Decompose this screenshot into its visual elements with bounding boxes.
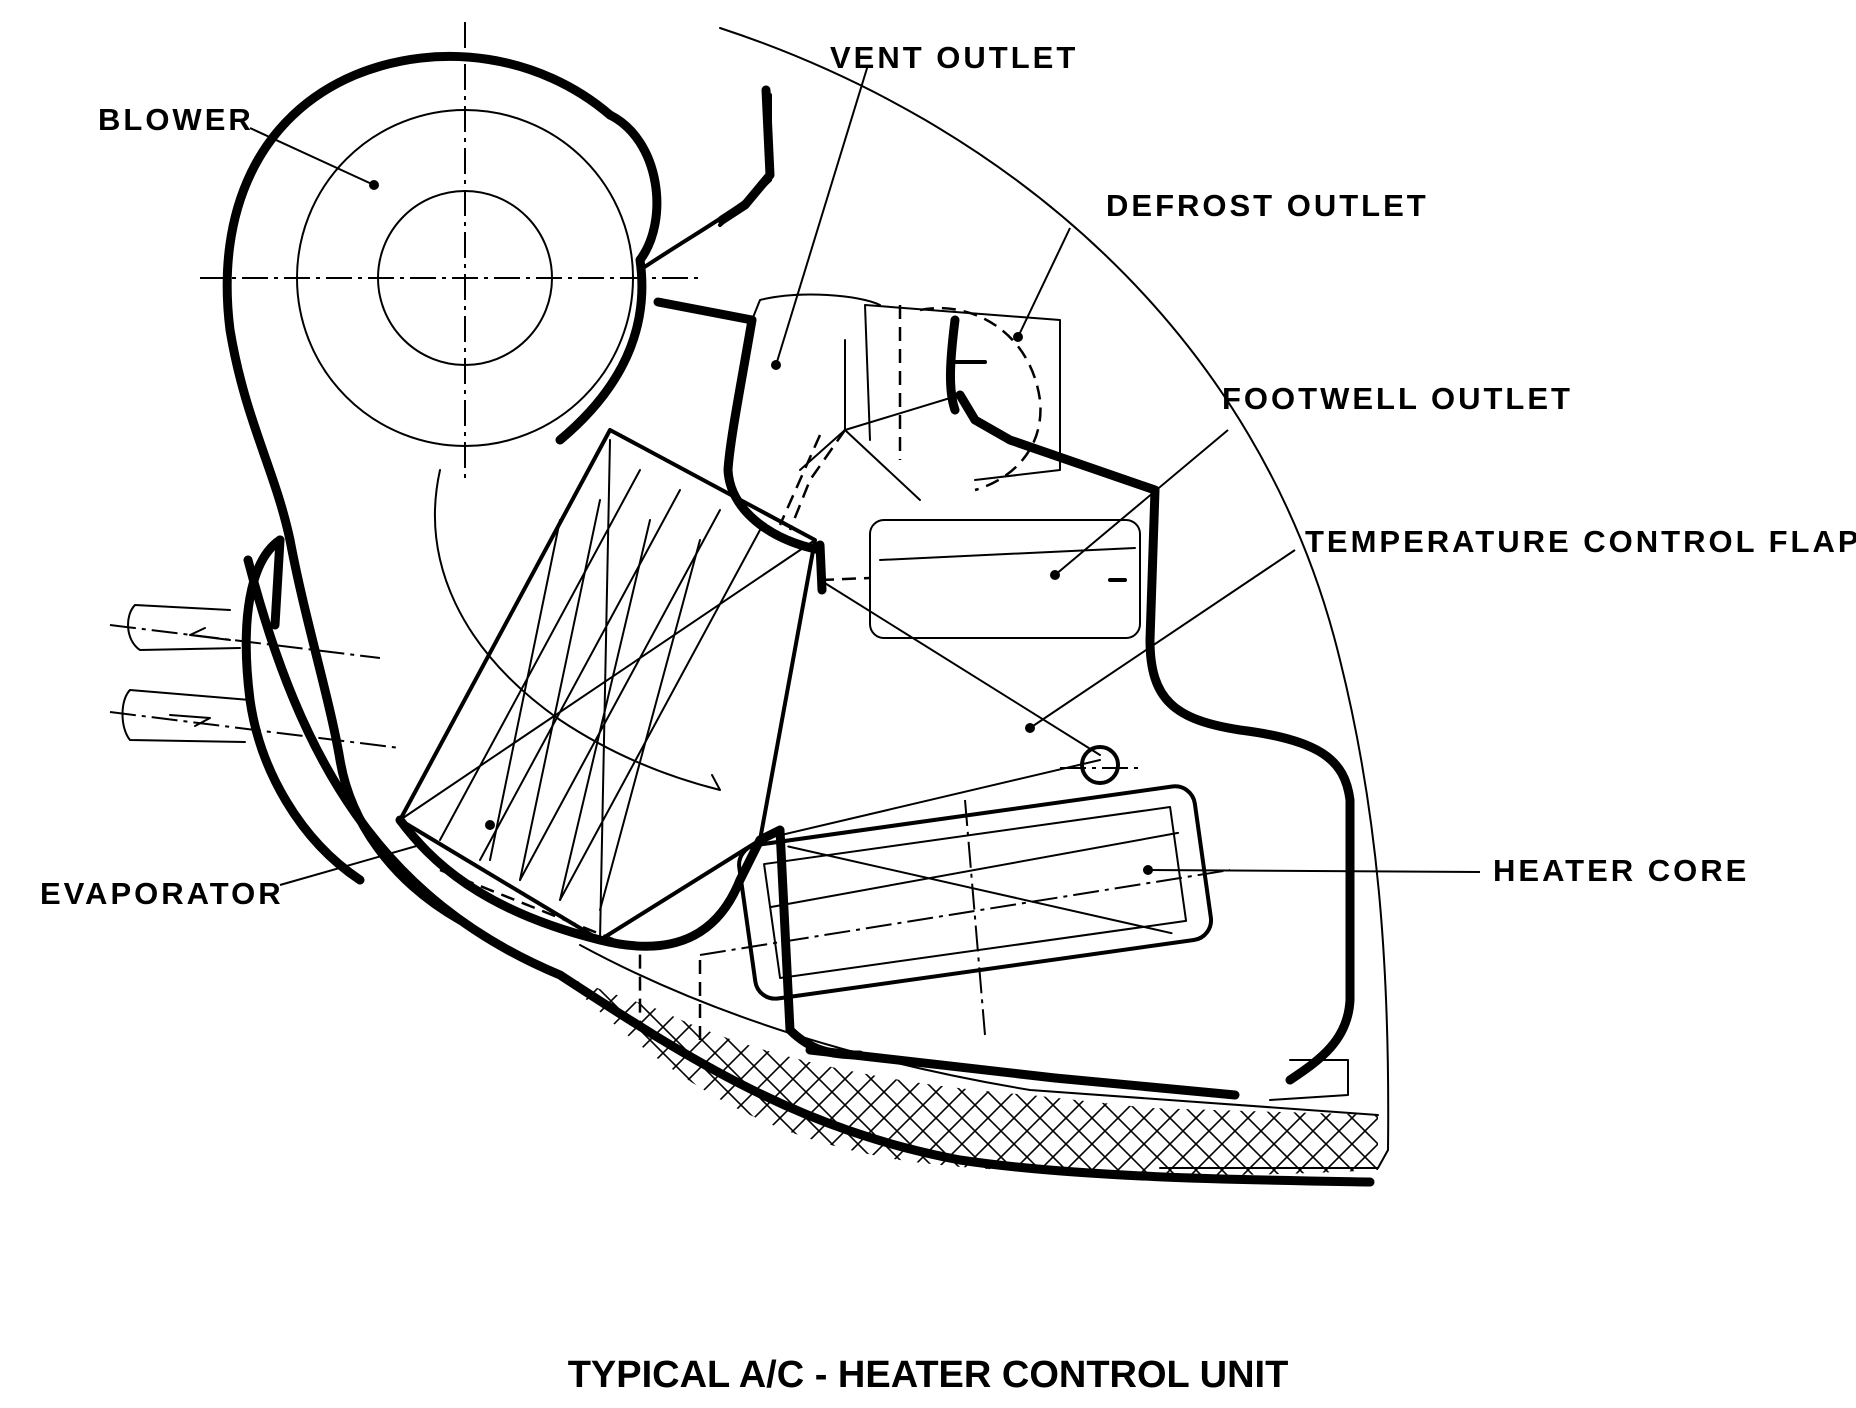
evaporator-pointer-dot	[485, 820, 495, 830]
diagram-caption: TYPICAL A/C - HEATER CONTROL UNIT	[567, 1354, 1289, 1396]
evaporator-airflow	[434, 469, 721, 791]
plenum-base	[805, 1045, 1240, 1100]
blower-housing	[222, 51, 615, 925]
heater-core-axis-v	[964, 799, 986, 1036]
drain-box	[1269, 1059, 1349, 1101]
temp-flap-pivot	[1080, 745, 1120, 785]
heater-core-label: HEATER CORE	[1493, 853, 1750, 888]
defrost-leader	[1017, 227, 1071, 338]
evaporator-scribble	[489, 499, 701, 911]
defrost-flap-blade	[946, 315, 960, 415]
temperature-control-flap-label: TEMPERATURE CONTROL FLAP	[1305, 524, 1856, 559]
evaporator-core-lines	[399, 439, 816, 941]
vent-outlet-label: VENT OUTLET	[830, 40, 1079, 75]
footwell-leader	[1054, 429, 1229, 576]
pipe-upper	[127, 604, 241, 651]
heater-core-diagonals	[769, 831, 1180, 935]
connector-strut	[653, 297, 757, 325]
vent-flap-dashed	[778, 429, 847, 531]
footwell-divider	[815, 540, 827, 595]
blower-housing-right	[555, 110, 662, 445]
floor-panel-line	[243, 555, 1375, 1187]
vent-leader	[775, 64, 869, 366]
evaporator-leader	[279, 844, 421, 886]
temp-leader	[1029, 549, 1296, 729]
defrost-dashed	[898, 305, 1042, 492]
vent-flap-lines	[799, 339, 961, 501]
footwell-outlet-label: FOOTWELL OUTLET	[1222, 381, 1573, 416]
defrost-box	[864, 304, 1061, 481]
bracket-lip	[717, 85, 775, 225]
bulkhead-hatching	[560, 975, 1378, 1176]
evaporator-label: EVAPORATOR	[40, 876, 284, 911]
footwell-duct-dashed	[819, 576, 871, 582]
plenum-top	[751, 293, 881, 321]
plenum-rear-wall	[955, 390, 1355, 1085]
dashboard-outline	[719, 27, 1390, 1151]
plenum-outline	[723, 315, 825, 555]
blower-label: BLOWER	[98, 102, 254, 137]
heater-core-outer	[737, 784, 1214, 1001]
temp-flap-blade	[759, 579, 1101, 841]
blower-leader	[249, 127, 375, 186]
pipe-mount	[270, 535, 285, 630]
heater-core-housing	[755, 825, 865, 1060]
evaporator-lower-dashed	[439, 868, 702, 1040]
evaporator-housing-curve	[395, 815, 765, 951]
heater-core-inner	[763, 806, 1188, 979]
heater-core-leader	[1147, 869, 1481, 873]
footwell-inner-line	[879, 547, 1136, 561]
defrost-outlet-label: DEFROST OUTLET	[1106, 188, 1429, 223]
firewall-line	[241, 535, 365, 885]
